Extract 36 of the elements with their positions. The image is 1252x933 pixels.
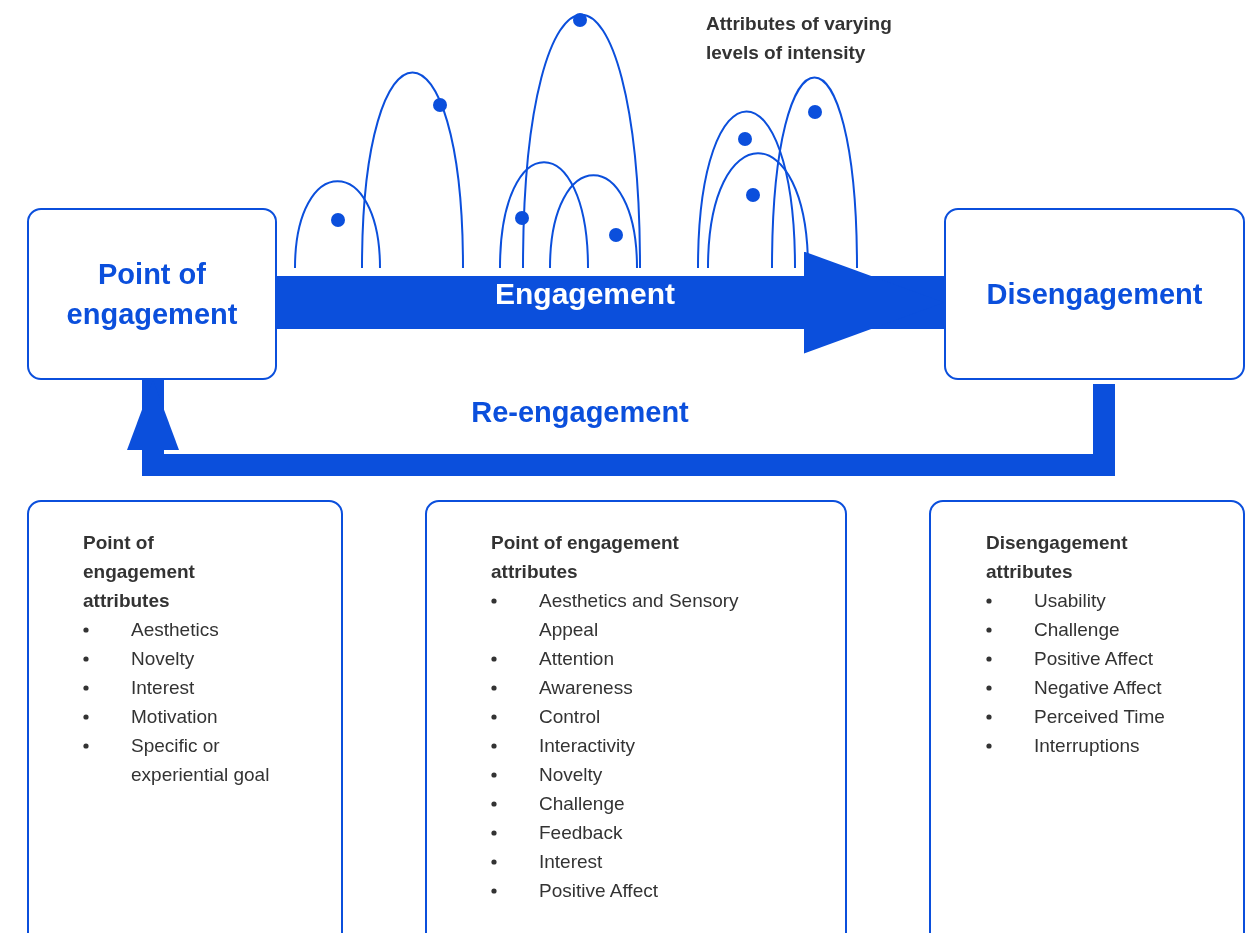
stage-title: Disengagement: [985, 277, 1204, 312]
list-heading: Point of engagement attributes: [491, 531, 680, 584]
edge-label: Re-engagement: [470, 395, 690, 430]
list-item: Novelty: [539, 764, 603, 785]
list-item: Interruptions: [1034, 735, 1140, 756]
list-item: Novelty: [131, 648, 195, 669]
list-item: Specific or experiential goal: [131, 735, 270, 785]
list-item: Positive Affect: [1034, 648, 1153, 669]
list-item: Challenge: [1034, 619, 1120, 640]
list-item: Positive Affect: [539, 880, 658, 901]
stage-box: [944, 208, 1245, 380]
edge-label: Engagement: [494, 276, 676, 312]
annotation-label: Attributes of varying levels of intensity: [706, 12, 893, 65]
list-heading: Disengagement attributes: [986, 531, 1129, 584]
stage-title: Point of engagement: [65, 257, 239, 332]
list-item: Control: [539, 706, 601, 727]
list-item: Interest: [131, 677, 195, 698]
list-item: Aesthetics and Sensory Appeal: [539, 590, 739, 640]
list-item: Usability: [1034, 590, 1106, 611]
list-item: Negative Affect: [1034, 677, 1162, 698]
arrow: [127, 380, 1115, 476]
list-item: Interactivity: [539, 735, 636, 756]
list-item: Perceived Time: [1034, 706, 1165, 727]
attributes-box: [929, 500, 1245, 933]
list-heading: Point of engagement attributes: [83, 531, 196, 613]
stage-box: [27, 208, 277, 380]
list-item: Challenge: [539, 793, 625, 814]
list-item: Feedback: [539, 822, 623, 843]
list-item: Awareness: [539, 677, 633, 698]
attributes-box: [27, 500, 343, 933]
list-item: Motivation: [131, 706, 218, 727]
arrow: [277, 251, 944, 354]
list-item: Aesthetics: [131, 619, 219, 640]
attributes-box: [425, 500, 847, 933]
list-item: Attention: [539, 648, 614, 669]
list-item: Interest: [539, 851, 603, 872]
